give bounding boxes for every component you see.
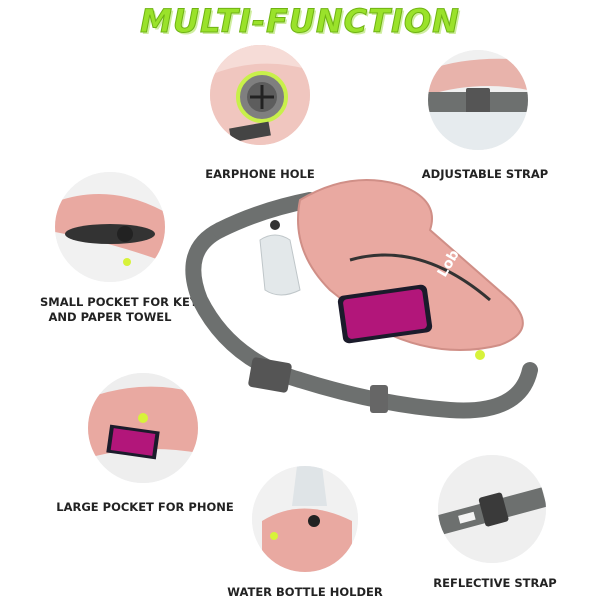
- large-pocket-photo: [88, 373, 198, 483]
- earphone-hole-label: EARPHONE HOLE: [205, 167, 315, 181]
- small-pocket-label-line1: SMALL POCKET FOR KEY: [40, 295, 199, 309]
- small-pocket-photo: [55, 172, 165, 282]
- reflective-strap-photo: [438, 455, 546, 563]
- water-bottle-photo: [252, 466, 358, 572]
- adjustable-strap-label: ADJUSTABLE STRAP: [421, 167, 549, 181]
- adjustable-strap-photo: [428, 50, 528, 150]
- water-bottle-label: WATER BOTTLE HOLDER: [227, 585, 383, 599]
- waist-bag-product-photo: Lobeal: [180, 170, 560, 430]
- large-pocket-label: LARGE POCKET FOR PHONE: [56, 500, 234, 514]
- earphone-hole-photo: [210, 45, 310, 145]
- reflective-strap-label: REFLECTIVE STRAP: [433, 576, 557, 590]
- page-title: MULTI-FUNCTION: [140, 2, 460, 41]
- small-pocket-label: SMALL POCKET FOR KEY AND PAPER TOWEL: [40, 295, 199, 325]
- small-pocket-label-line2: AND PAPER TOWEL: [48, 310, 172, 324]
